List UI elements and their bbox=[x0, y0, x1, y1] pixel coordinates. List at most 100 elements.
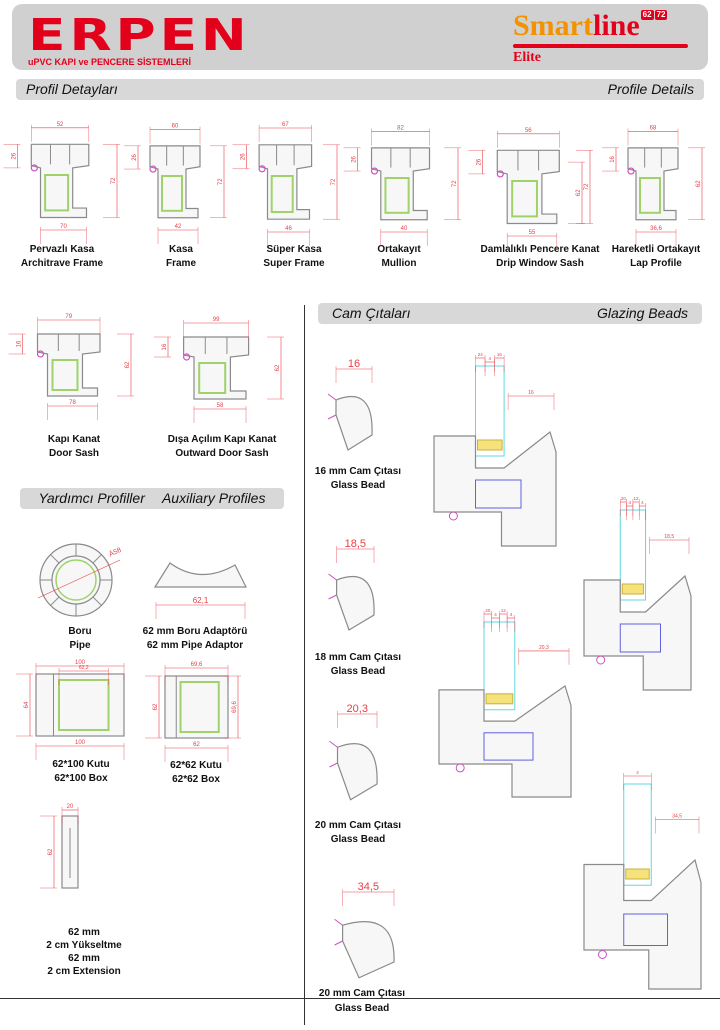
dimension-label: 34,5 bbox=[358, 881, 379, 893]
label-tr: Dışa Açılım Kapı Kanat bbox=[167, 434, 277, 445]
label-en: Architrave Frame bbox=[20, 258, 104, 269]
dimension-label: 12 bbox=[501, 608, 507, 613]
dimension-label: 20,3 bbox=[539, 645, 549, 651]
glass-bead-20-drawing: 20,3 bbox=[329, 703, 378, 801]
glass-bead-18-drawing: 18,5 bbox=[328, 538, 375, 631]
section-title-tr: Profil Detayları bbox=[26, 81, 118, 97]
dimension-label: 26 bbox=[476, 158, 482, 165]
label-line: 62 mm bbox=[68, 927, 100, 938]
section-header-profile-details: Profil Detayları Profile Details bbox=[16, 79, 704, 100]
gasket bbox=[30, 164, 38, 172]
label-en: Lap Profile bbox=[630, 258, 682, 269]
label-en: Mullion bbox=[381, 258, 417, 269]
label-tr: 62 mm Boru Adaptörü bbox=[142, 626, 248, 637]
label-tr: 16 mm Cam Çıtası bbox=[314, 466, 402, 477]
pipe-drawing: Ä58 bbox=[37, 543, 123, 617]
dimension-label: 68 bbox=[650, 126, 657, 132]
gasket bbox=[328, 573, 337, 600]
dimension-line bbox=[37, 559, 121, 599]
dimension-label: 100 bbox=[75, 740, 86, 746]
gasket bbox=[598, 950, 607, 959]
label-tr: Ortakayıt bbox=[377, 244, 421, 255]
spacer bbox=[477, 439, 503, 451]
dimension-label: 16 bbox=[528, 390, 534, 396]
dimension-label: 18,5 bbox=[345, 538, 366, 550]
profile-outline bbox=[370, 147, 431, 221]
dimension-label: 26 bbox=[241, 153, 247, 160]
label-line: 2 cm Yükseltme bbox=[46, 940, 122, 951]
dimension-label: 4 bbox=[636, 770, 639, 775]
reinforcement bbox=[475, 479, 522, 509]
frame-outline bbox=[583, 574, 692, 691]
pipe-inner bbox=[51, 555, 101, 605]
gasket bbox=[329, 740, 338, 768]
bead-outline bbox=[336, 743, 378, 801]
dimension-label: 69,6 bbox=[191, 662, 203, 668]
label-tr: Boru bbox=[68, 626, 92, 637]
dimension-label: 100 bbox=[75, 660, 86, 666]
dimension-label: 56 bbox=[525, 128, 532, 134]
aux-label: 62 mm Boru Adaptörü 62 mm Pipe Adaptor bbox=[120, 625, 270, 653]
dimension-label: 99 bbox=[213, 317, 220, 323]
dimension-label: 58 bbox=[217, 403, 224, 409]
gasket bbox=[448, 511, 458, 521]
reinforcement bbox=[179, 681, 220, 733]
spacer bbox=[625, 868, 650, 880]
label-en: 62*62 Box bbox=[172, 774, 220, 785]
gasket bbox=[327, 393, 337, 420]
reinforcement bbox=[55, 559, 97, 601]
label-tr: Hareketli Ortakayıt bbox=[611, 244, 701, 255]
dimension-label: Ä58 bbox=[108, 546, 123, 559]
steel-reinforcement bbox=[384, 177, 410, 214]
label-en: Door Sash bbox=[48, 448, 99, 459]
dimension-label: 42 bbox=[175, 224, 182, 230]
gasket bbox=[596, 655, 606, 665]
dimension-label: 62,1 bbox=[193, 596, 209, 605]
bead-outline bbox=[342, 921, 395, 979]
steel-reinforcement bbox=[161, 175, 183, 212]
dimension-label: 55 bbox=[529, 230, 536, 236]
label-tr: Damlalıklı Pencere Kanat bbox=[480, 244, 600, 255]
steel-reinforcement bbox=[639, 177, 661, 214]
label-en: Glass Bead bbox=[330, 480, 386, 491]
column-divider bbox=[304, 305, 305, 1025]
profile-outline bbox=[496, 149, 560, 225]
dimension-label: 78 bbox=[69, 400, 76, 406]
box-outline bbox=[164, 675, 229, 739]
profile-outline bbox=[258, 144, 313, 220]
dimension-label: 26 bbox=[12, 152, 18, 159]
reinforcement bbox=[619, 623, 661, 653]
profile-outline bbox=[183, 336, 250, 400]
dimension-label: 18,5 bbox=[664, 534, 674, 540]
dimension-label: 20 bbox=[621, 496, 627, 501]
label-en: 62 mm Pipe Adaptor bbox=[146, 640, 244, 651]
label-en: Drip Window Sash bbox=[496, 258, 584, 269]
section-title-en: Profile Details bbox=[607, 81, 694, 97]
header-banner bbox=[12, 4, 708, 70]
dimension-label: 62 bbox=[153, 703, 159, 710]
glass-bead-34-drawing: 34,5 bbox=[334, 881, 395, 979]
pipe-rib bbox=[50, 554, 60, 564]
section-title-tr: Cam Çıtaları bbox=[332, 305, 411, 321]
dimension-label: 16 bbox=[497, 352, 503, 357]
dimension-label: 62,2 bbox=[79, 665, 89, 671]
label-tr: Süper Kasa bbox=[266, 244, 322, 255]
dimension-label: 26 bbox=[352, 155, 358, 162]
dimension-label: 72 bbox=[218, 178, 224, 185]
label-tr: 20 mm Cam Çıtası bbox=[318, 988, 406, 999]
dimension-label: 62 bbox=[696, 180, 702, 187]
dimension-label: 79 bbox=[65, 314, 72, 320]
label-en: Pipe bbox=[69, 640, 91, 651]
